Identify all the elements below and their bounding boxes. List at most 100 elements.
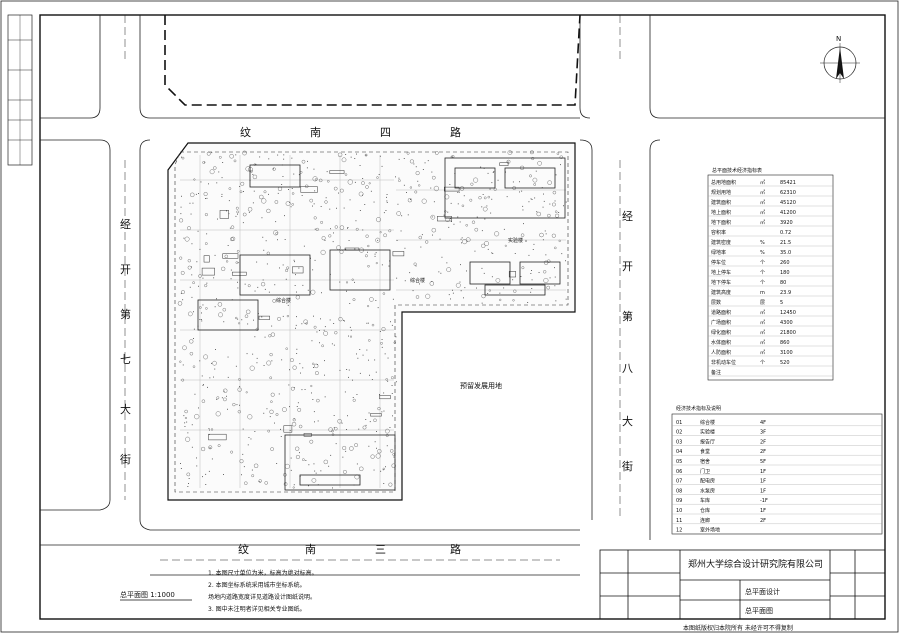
tree-symbol (482, 206, 488, 212)
paving-dot (227, 245, 229, 246)
tree-symbol (375, 237, 381, 243)
paving-dot (191, 296, 193, 298)
paving-dot (186, 421, 188, 423)
paving-dot (230, 269, 232, 271)
paving-dot (460, 290, 462, 292)
paving-dot (512, 181, 514, 183)
paving-dot (216, 298, 217, 300)
paving-dot (348, 335, 349, 337)
table-cell: 5F (760, 459, 766, 465)
tree-symbol (314, 371, 319, 375)
paving-dot (354, 181, 356, 183)
paving-dot (497, 179, 499, 181)
tree-symbol (430, 214, 436, 220)
paving-dot (261, 217, 263, 219)
paving-dot (283, 158, 285, 160)
tech-index-title: 总平面技术经济指标表 (712, 167, 762, 174)
paving-dot (180, 292, 182, 294)
tree-symbol (413, 262, 417, 266)
table-cell: 3100 (780, 350, 793, 356)
paving-dot (531, 270, 532, 271)
table-cell: 地上面积 (711, 209, 731, 216)
table-cell: 80 (780, 280, 786, 286)
paving-dot (251, 469, 253, 471)
tree-symbol (217, 302, 223, 307)
building-a-label: 综合楼 (410, 277, 425, 284)
paving-dot (181, 156, 182, 158)
paving-dot (209, 429, 210, 431)
table-cell: 05 (676, 459, 682, 465)
table-cell: 食堂 (700, 448, 710, 455)
structure-outline (258, 315, 270, 320)
tree-symbol (415, 295, 420, 299)
paving-dot (348, 369, 350, 371)
tree-symbol (270, 400, 273, 403)
paving-dot (373, 201, 375, 203)
tree-symbol (230, 237, 234, 242)
paving-dot (530, 291, 532, 293)
paving-dot (341, 422, 343, 424)
tree-symbol (274, 200, 279, 204)
table-cell: ㎡ (760, 319, 765, 326)
tree-symbol (292, 486, 295, 489)
paving-dot (484, 218, 486, 220)
tree-symbol (281, 407, 287, 412)
svg-text:路: 路 (450, 543, 461, 556)
paving-dot (413, 163, 415, 165)
tree-symbol (187, 226, 191, 231)
paving-dot (208, 470, 210, 472)
tree-symbol (484, 240, 490, 246)
table-cell: 水体面积 (711, 339, 731, 346)
paving-dot (308, 485, 309, 487)
paving-dot (463, 297, 464, 299)
paving-dot (344, 391, 346, 393)
tree-symbol (507, 150, 513, 155)
tree-symbol (375, 262, 378, 265)
paving-dot (266, 263, 268, 265)
paving-dot (415, 166, 417, 168)
tree-symbol (301, 159, 306, 164)
table-cell: 个 (760, 280, 765, 286)
table-cell: 10 (676, 508, 682, 514)
paving-dot (191, 274, 193, 276)
paving-dot (461, 237, 463, 239)
paving-dot (298, 267, 300, 269)
paving-dot (208, 183, 209, 185)
paving-dot (199, 319, 201, 320)
paving-dot (246, 353, 248, 355)
tree-symbol (277, 316, 281, 321)
north-parcel-boundary (164, 14, 581, 106)
paving-dot (252, 202, 254, 204)
tree-symbol (455, 282, 461, 288)
paving-dot (459, 221, 461, 223)
table-cell: 个 (760, 270, 765, 276)
paving-dot (482, 194, 484, 195)
structure-outline (283, 425, 293, 433)
paving-dot (481, 267, 483, 269)
paving-dot (347, 227, 349, 228)
tree-symbol (488, 289, 491, 292)
paving-dot (324, 374, 325, 376)
paving-dot (206, 233, 208, 235)
tree-symbol (388, 229, 392, 233)
svg-text:经: 经 (622, 210, 633, 223)
table-cell: ㎡ (760, 339, 765, 346)
tree-symbol (558, 239, 561, 242)
structure-outline (222, 253, 239, 259)
tree-symbol (205, 307, 208, 310)
tree-symbol (179, 218, 184, 223)
paving-dot (376, 431, 377, 432)
tree-symbol (478, 196, 482, 200)
paving-dot (274, 422, 275, 424)
tree-symbol (275, 232, 279, 235)
paving-dot (381, 165, 383, 167)
tree-symbol (232, 403, 236, 407)
paving-dot (265, 240, 267, 242)
paving-dot (521, 190, 523, 192)
paving-dot (369, 421, 371, 423)
paving-dot (441, 256, 443, 258)
table-cell: 非机动车位 (711, 359, 736, 366)
tree-symbol (208, 445, 213, 450)
paving-dot (254, 290, 256, 292)
paving-dot (192, 202, 194, 204)
